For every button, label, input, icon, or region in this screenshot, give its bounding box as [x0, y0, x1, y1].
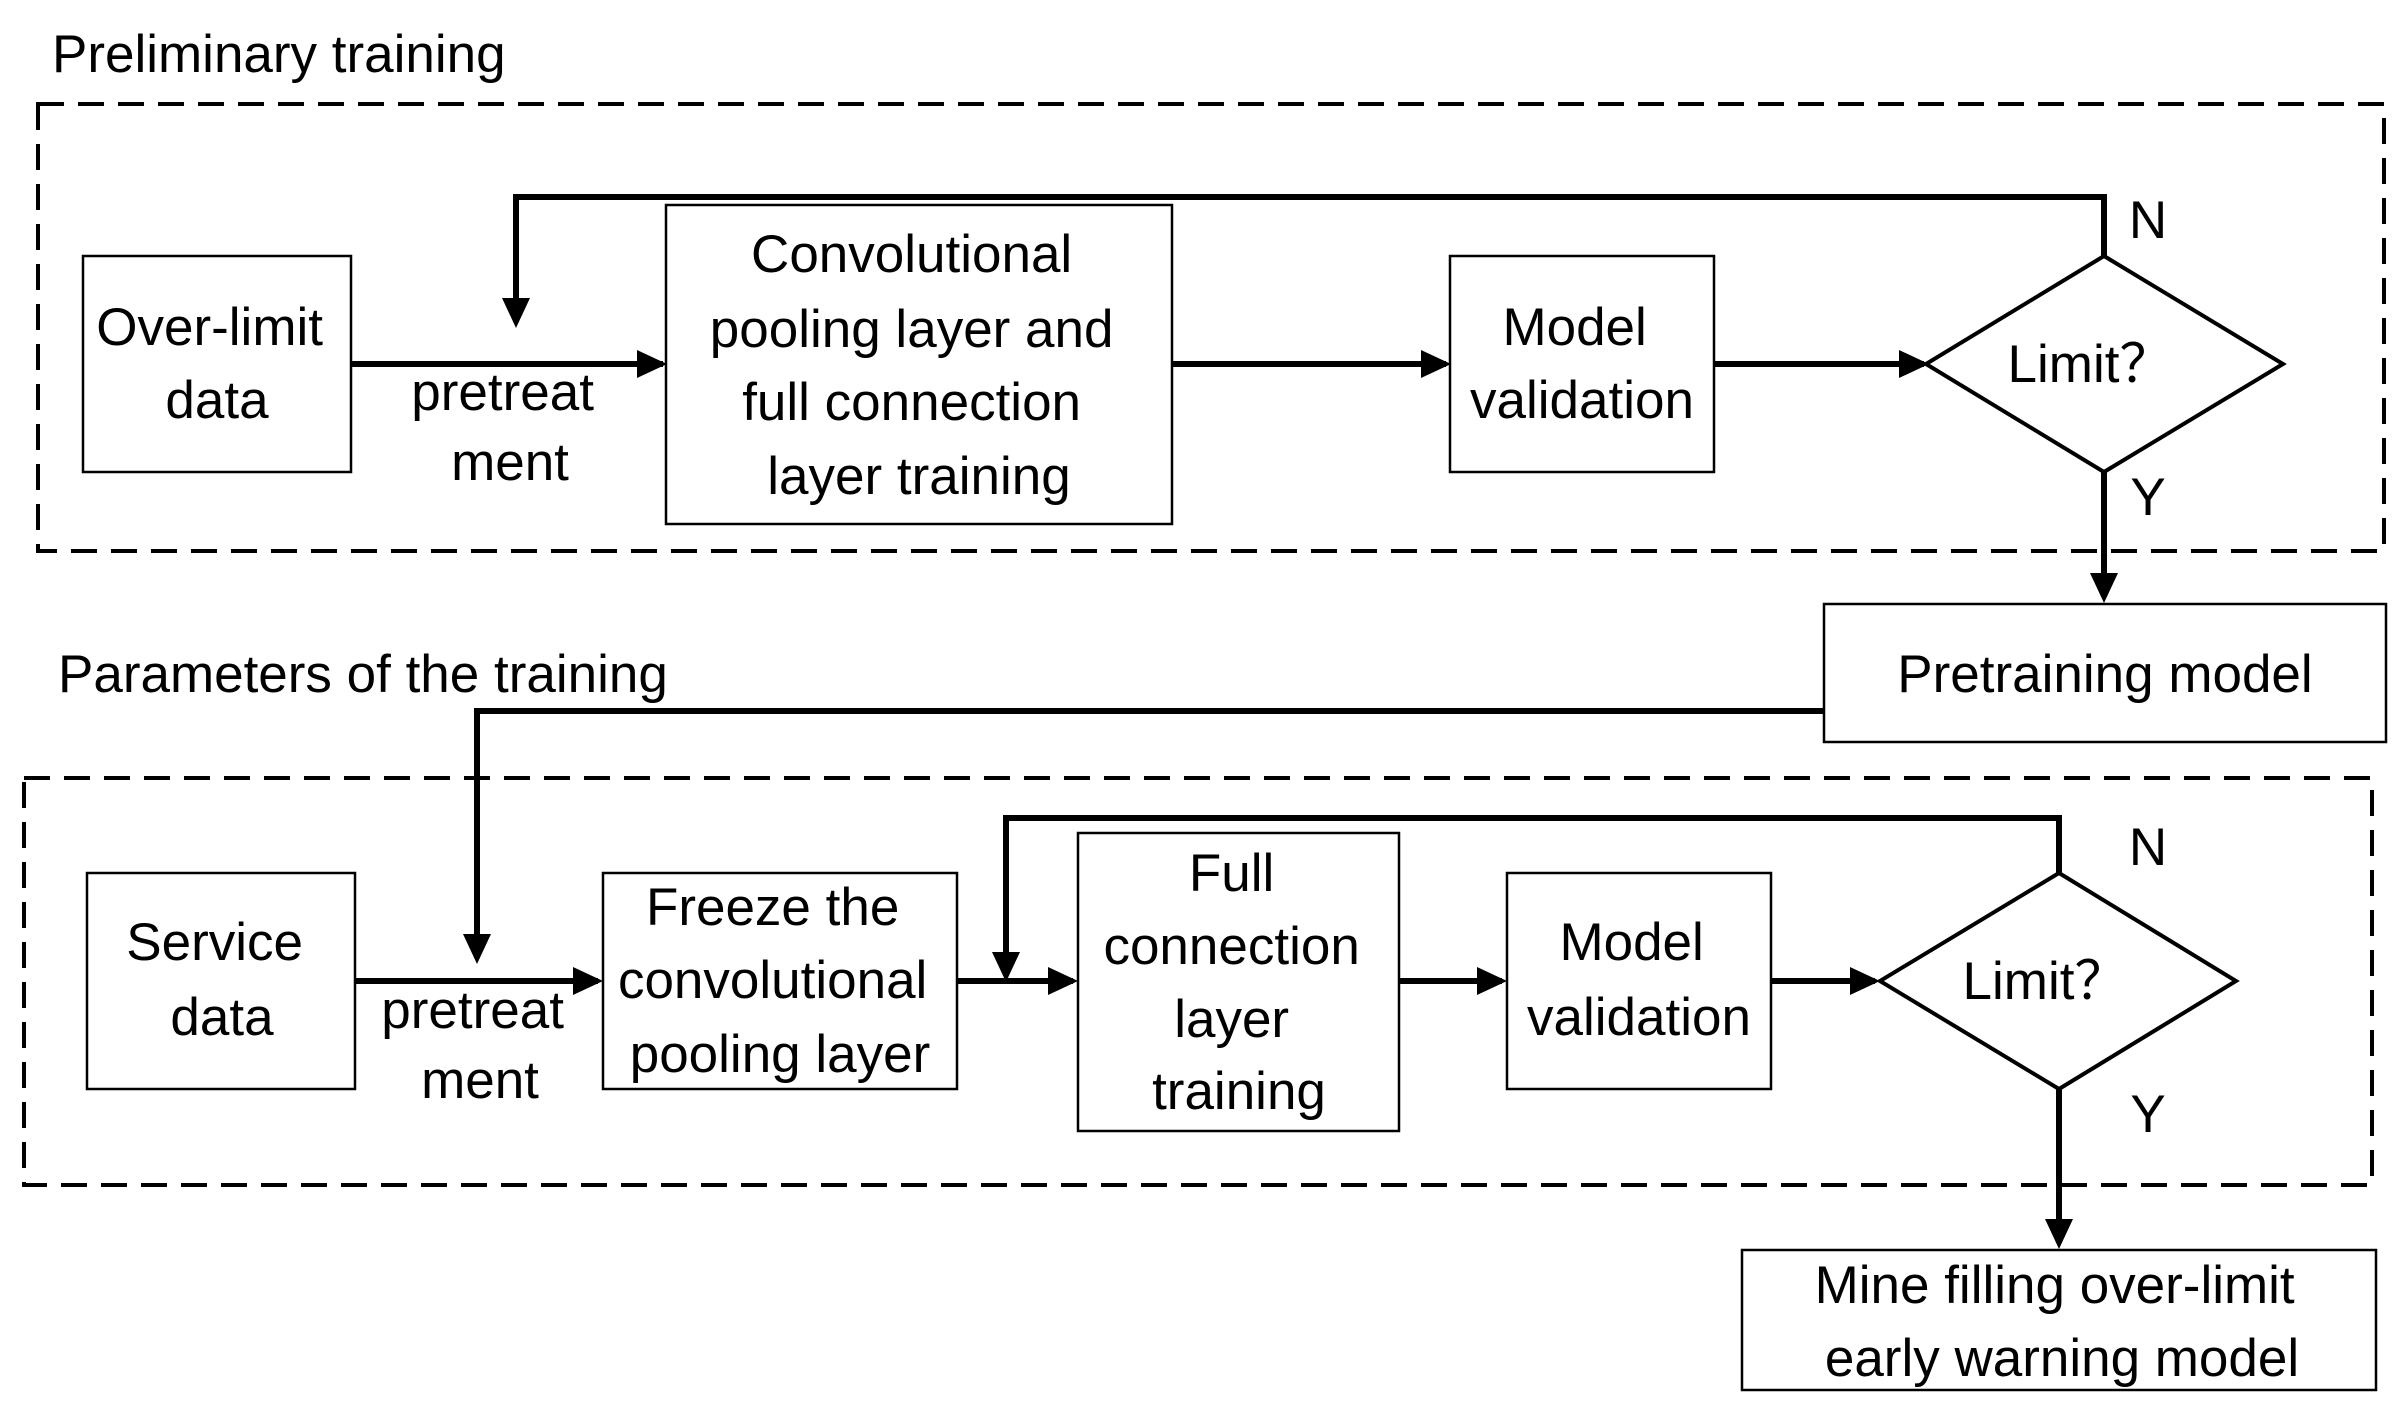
yes-label-bottom: Y: [2130, 1085, 2165, 1144]
early-warning-model-label: Mine filling over-limit early warning mo…: [1815, 1256, 2310, 1388]
convolutional-training-label: Convolutional pooling layer and full con…: [710, 225, 1128, 506]
full-connection-training-label: Full connection layer training: [1103, 844, 1374, 1121]
no-label-bottom: N: [2129, 818, 2167, 877]
arrowhead-validation-bottom: [1477, 967, 1507, 995]
service-data-label: Service data: [126, 913, 317, 1047]
model-validation-box-bottom: [1505, 871, 1773, 1091]
freeze-layer-label: Freeze the convolutional pooling layer: [618, 878, 942, 1084]
model-validation-label-top: Model validation: [1470, 298, 1694, 430]
no-feedback-loop-top: [513, 194, 2107, 322]
pretraining-model-label: Pretraining model: [1897, 645, 2312, 704]
arrowhead-training-bottom: [1048, 967, 1078, 995]
arrowhead-parameter-transfer: [463, 934, 491, 964]
preliminary-training-frame: [36, 102, 2386, 553]
no-label-top: N: [2129, 191, 2167, 250]
parameter-transfer-line: [474, 708, 1824, 958]
freeze-layer-box: [601, 871, 959, 1091]
service-data-box: [85, 871, 357, 1091]
section-title-parameters: Parameters of the training: [58, 645, 668, 704]
no-feedback-loop-bottom: [1003, 815, 2062, 976]
yes-label-top: Y: [2130, 468, 2165, 527]
over-limit-data-label: Over-limit data: [96, 298, 337, 430]
arrowhead-freeze: [573, 967, 603, 995]
pretreatment-label-top: pretreat ment: [411, 363, 608, 492]
arrowhead-decision-top: [1899, 350, 1929, 378]
parameter-training-frame: [22, 776, 2374, 1187]
pretreatment-label-bottom: pretreat ment: [381, 981, 578, 1110]
model-validation-label-bottom: Model validation: [1527, 913, 1751, 1047]
arrowhead-validation-top: [1421, 350, 1451, 378]
section-title-preliminary: Preliminary training: [52, 25, 506, 84]
arrowhead-final-model: [2045, 1219, 2073, 1249]
arrowhead-feedback-top: [502, 298, 530, 328]
early-warning-model-box: [1740, 1248, 2378, 1392]
model-validation-box-top: [1448, 254, 1716, 474]
arrowhead-feedback-bottom: [992, 952, 1020, 982]
pretraining-model-box: [1822, 602, 2388, 744]
full-connection-training-box: [1076, 831, 1401, 1133]
arrowhead-training-top: [637, 350, 667, 378]
over-limit-data-box: [81, 254, 353, 474]
arrowhead-pretraining-model: [2090, 573, 2118, 603]
arrowhead-decision-bottom: [1850, 967, 1880, 995]
limit-decision-label-top: Limit？: [2008, 335, 2173, 394]
limit-decision-label-bottom: Limit？: [1963, 952, 2128, 1011]
